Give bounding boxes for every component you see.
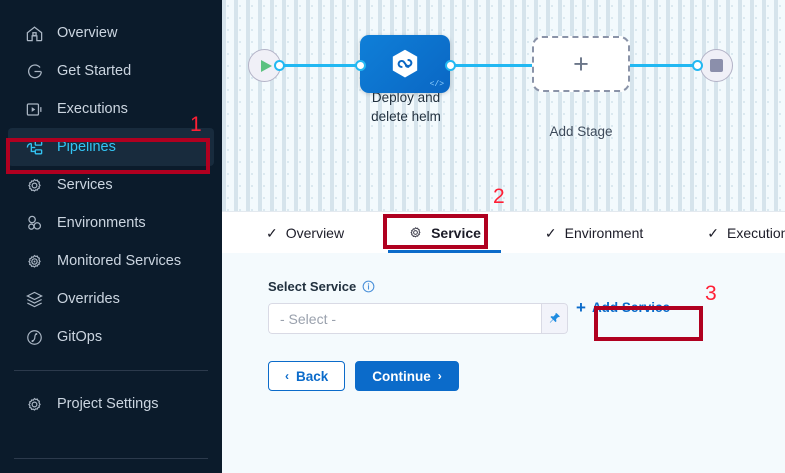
add-stage-button[interactable]: + [532, 36, 630, 92]
sidebar-item-environments[interactable]: Environments [8, 204, 214, 242]
sidebar-footer-divider [14, 458, 208, 459]
play-icon [260, 59, 272, 72]
sidebar-item-monitored-services[interactable]: Monitored Services [8, 242, 214, 280]
sidebar-item-label: Get Started [57, 63, 132, 79]
gear-icon [24, 394, 44, 414]
sidebar-footer [0, 444, 222, 473]
stage-node-deploy-and-delete-helm[interactable]: </> [360, 35, 450, 93]
tab-environment[interactable]: ✓ Environment [523, 212, 665, 253]
sidebar-item-gitops[interactable]: GitOps [8, 318, 214, 356]
sidebar-item-overview[interactable]: Overview [8, 14, 214, 52]
check-icon: ✓ [544, 224, 557, 241]
service-form-panel: Select Service - Select - [222, 253, 785, 473]
sidebar-item-executions[interactable]: Executions [8, 90, 214, 128]
step-tab-bar: ✓ Overview Service ✓ Environment ✓ Execu… [222, 211, 785, 253]
sidebar-item-label: Overview [57, 25, 118, 41]
sidebar-item-label: Monitored Services [57, 253, 182, 269]
connector-stage-to-add [451, 64, 536, 67]
tab-overview[interactable]: ✓ Overview [244, 212, 366, 253]
chevron-left-icon: ‹ [285, 369, 289, 383]
sidebar-item-label: Pipelines [57, 139, 116, 155]
pipeline-graph: </> + [222, 35, 785, 93]
tab-label: Service [431, 224, 481, 241]
check-icon: ✓ [266, 224, 278, 241]
pushpin-icon [549, 313, 560, 323]
continue-button[interactable]: Continue › [355, 361, 459, 391]
select-service-control[interactable]: - Select - [268, 303, 568, 334]
play-box-icon [24, 99, 44, 119]
plus-icon: + [576, 298, 586, 317]
gear-icon [24, 175, 44, 195]
connector-add-to-end [628, 64, 700, 67]
sidebar-divider [14, 370, 208, 371]
stage-out-port[interactable] [445, 60, 456, 71]
continue-label: Continue [372, 368, 431, 384]
gear-icon [408, 225, 423, 240]
sidebar-item-label: Services [57, 177, 113, 193]
sidebar-item-label: Environments [57, 215, 146, 231]
add-service-label: Add Service [591, 300, 670, 315]
info-icon[interactable] [362, 280, 375, 293]
stage-label: Deploy and delete helm [340, 88, 472, 126]
back-button[interactable]: ‹ Back [268, 361, 346, 391]
sidebar-item-get-started[interactable]: Get Started [8, 52, 214, 90]
pipeline-icon [24, 137, 44, 157]
helm-hexagon-icon [392, 49, 418, 77]
rocket-start-icon [24, 61, 44, 81]
connector-start-to-stage [280, 64, 362, 67]
sidebar-item-label: Overrides [57, 291, 120, 307]
pipeline-canvas[interactable]: </> + Deploy and delete helm Add Stage [222, 0, 785, 211]
tab-label: Environment [564, 224, 644, 241]
sidebar-item-label: GitOps [57, 329, 103, 345]
form-action-buttons: ‹ Back Continue › [268, 361, 459, 391]
tab-service[interactable]: Service [386, 212, 503, 253]
home-icon [24, 23, 44, 43]
tab-label: Execution [726, 224, 785, 241]
sidebar-item-label: Executions [57, 101, 128, 117]
pin-service-button[interactable] [541, 303, 568, 334]
layers-icon [24, 289, 44, 309]
select-service-label: Select Service [268, 279, 357, 294]
sidebar: Overview Get Started Executions [0, 0, 222, 473]
end-port[interactable] [692, 60, 703, 71]
chevron-right-icon: › [437, 369, 442, 383]
main-content: </> + Deploy and delete helm Add Stage [222, 0, 785, 473]
sidebar-item-project-settings[interactable]: Project Settings [8, 385, 214, 423]
add-stage-label: Add Stage [549, 124, 613, 139]
stage-in-port[interactable] [355, 60, 366, 71]
stop-icon [710, 59, 723, 72]
environments-icon [24, 213, 44, 233]
select-service-input[interactable]: - Select - [268, 303, 541, 334]
add-service-button[interactable]: + Add Service [570, 295, 676, 320]
check-icon: ✓ [707, 224, 719, 241]
tab-label: Overview [285, 224, 345, 241]
plus-icon: + [573, 48, 589, 79]
sidebar-item-services[interactable]: Services [8, 166, 214, 204]
start-port[interactable] [274, 60, 285, 71]
back-label: Back [296, 368, 329, 384]
monitored-gear-icon [24, 251, 44, 271]
sidebar-item-label: Project Settings [57, 396, 159, 412]
sidebar-item-overrides[interactable]: Overrides [8, 280, 214, 318]
stage-label-line1: Deploy and [371, 90, 441, 105]
sidebar-item-pipelines[interactable]: Pipelines [8, 128, 214, 166]
select-service-label-row: Select Service [268, 279, 785, 294]
stage-code-badge: </> [429, 80, 444, 89]
stage-label-line2: delete helm [371, 109, 441, 124]
tab-execution[interactable]: ✓ Execution [685, 212, 785, 253]
pipeline-end-node[interactable] [700, 49, 733, 82]
gitops-icon [24, 327, 44, 347]
